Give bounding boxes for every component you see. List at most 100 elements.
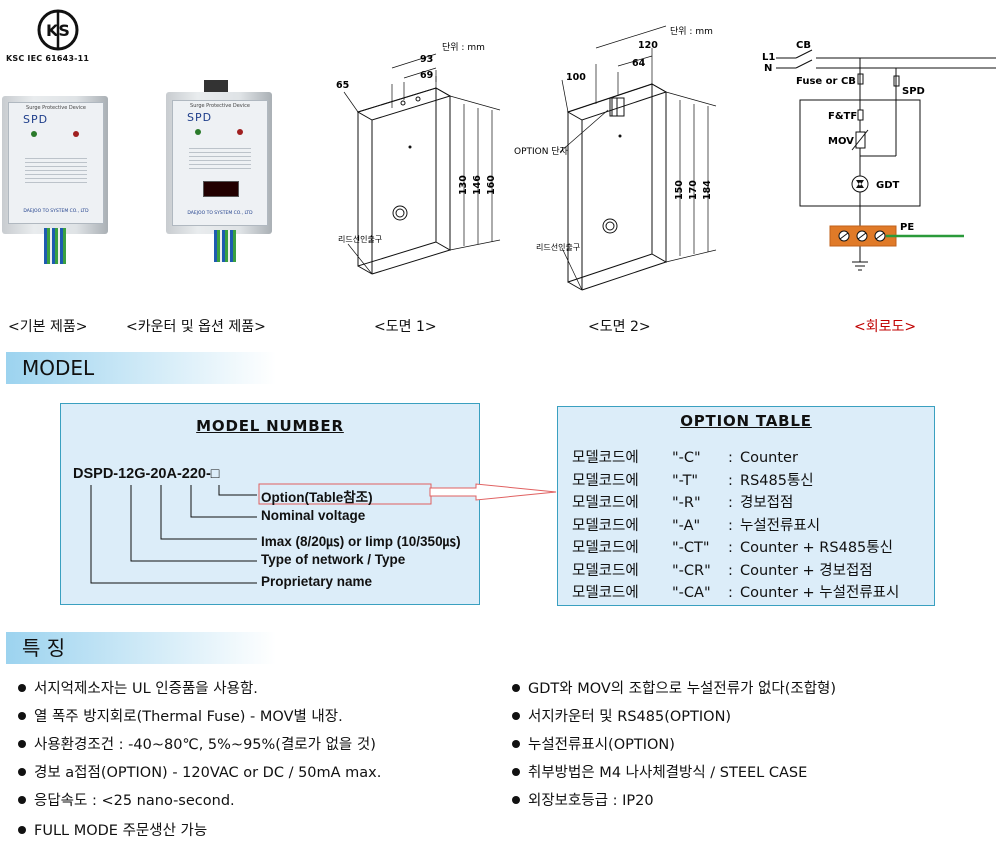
ks-logo: KS: [36, 8, 80, 52]
enclosure-drawing-1: 단위 : mm 93 69 65 130 146 160 리드선인출구: [336, 42, 501, 275]
bullet-icon: [18, 796, 26, 804]
features-section-header: 특 징: [6, 632, 276, 664]
status-led-green-icon: [31, 131, 37, 137]
field-proprietary-name: Proprietary name: [261, 574, 373, 589]
label-ftf: F&TF: [828, 111, 857, 122]
device-maker-text-2: DAEJOO TO SYSTEM CO., LTD: [187, 211, 253, 216]
circuit-svg: CB L1 N Fuse or CB SPD F&TF MOV GDT PE: [762, 40, 996, 271]
field-option: Option(Table참조): [261, 490, 373, 505]
feature-right-1: GDT와 MOV의 조합으로 누설전류가 없다(조합형): [512, 677, 836, 698]
status-led-red-icon-2: [237, 129, 243, 135]
bullet-icon: [512, 740, 520, 748]
bullet-icon: [18, 712, 26, 720]
caption-basic-product: <기본 제품>: [8, 319, 88, 335]
caption-counter-product: <카운터 및 옵션 제품>: [126, 319, 266, 335]
label-mov: MOV: [828, 136, 854, 147]
drawing-1: 단위 : mm 93 69 65 130 146 160 리드선인출구: [336, 30, 510, 300]
drawing2-unit: 단위 : mm: [670, 26, 713, 37]
feature-right-2: 서지카운터 및 RS485(OPTION): [512, 705, 731, 726]
feature-left-2: 열 폭주 방지회로(Thermal Fuse) - MOV별 내장.: [18, 705, 343, 726]
option-row: 모델코드에"-CT":Counter + RS485통신: [572, 540, 893, 556]
option-row: 모델코드에"-R":경보접점: [572, 495, 794, 511]
feature-left-6: FULL MODE 주문생산 가능: [18, 819, 207, 840]
counter-product-image: Surge Protective Device SPD DAEJOO TO SY…: [166, 80, 272, 262]
field-imax: Imax (8/20㎲) or Iimp (10/350㎲): [261, 534, 461, 549]
feature-right-5: 외장보호등급 : IP20: [512, 789, 654, 810]
drawing1-dim-130: 130: [458, 175, 469, 195]
option-row: 모델코드에"-T":RS485통신: [572, 472, 814, 489]
drawing1-dim-69: 69: [420, 70, 433, 81]
basic-product-image: Surge Protective Device SPD DAEJOO TO SY…: [2, 96, 108, 264]
drawing1-unit: 단위 : mm: [442, 42, 485, 53]
option-rows: 모델코드에"-C":Counter 모델코드에"-T":RS485통신 모델코드…: [572, 447, 899, 605]
model-number-title: MODEL NUMBER: [196, 417, 344, 435]
ksc-standard-label: KSC IEC 61643-11: [6, 54, 90, 63]
drawing1-dim-65: 65: [336, 80, 349, 91]
label-pe: PE: [900, 222, 914, 233]
option-row: 모델코드에"-CR":Counter + 경보접점: [572, 562, 873, 579]
field-nominal-voltage: Nominal voltage: [261, 508, 366, 523]
counter-display-icon: [203, 181, 239, 197]
drawing-2: 단위 : mm 120 64 100 150 170 184 OPTION 단자…: [512, 20, 732, 310]
lead-wires-icon-2: [214, 230, 236, 262]
drawing1-dim-93: 93: [420, 54, 433, 65]
circuit-diagram: CB L1 N Fuse or CB SPD F&TF MOV GDT PE: [760, 36, 996, 276]
bullet-icon: [18, 826, 26, 834]
bullet-icon: [512, 684, 520, 692]
drawing2-option-label: OPTION 단자: [514, 146, 569, 157]
bullet-icon: [512, 768, 520, 776]
option-row: 모델코드에"-A":누설전류표시: [572, 517, 821, 534]
option-terminal-icon: [204, 80, 228, 92]
feature-right-4: 취부방법은 M4 나사체결방식 / STEEL CASE: [512, 761, 807, 782]
status-led-red-icon: [73, 131, 79, 137]
option-callout-arrow: [429, 483, 557, 501]
bullet-icon: [18, 740, 26, 748]
bullet-icon: [512, 796, 520, 804]
status-led-green-icon-2: [195, 129, 201, 135]
caption-drawing-2: <도면 2>: [588, 319, 651, 335]
option-table-title: OPTION TABLE: [680, 412, 812, 430]
features-section-title: 특 징: [22, 636, 66, 660]
drawing2-dim-184: 184: [702, 180, 713, 200]
caption-drawing-1: <도면 1>: [374, 319, 437, 335]
feature-left-4: 경보 a접점(OPTION) - 120VAC or DC / 50mA max…: [18, 761, 381, 782]
terminal-screw-icons: [838, 230, 886, 242]
drawing1-cable-label: 리드선인출구: [338, 234, 382, 244]
label-l1: L1: [762, 52, 775, 63]
device-header-text: Surge Protective Device: [26, 105, 86, 111]
drawing2-cable-label: 리드선인출구: [536, 242, 580, 252]
label-fuse: Fuse or CB: [796, 76, 856, 87]
model-code: DSPD-12G-20A-220-□: [73, 466, 220, 482]
option-row: 모델코드에"-C":Counter: [572, 450, 798, 466]
feature-left-5: 응답속도 : <25 nano-second.: [18, 789, 235, 810]
model-section-header: MODEL: [6, 352, 276, 384]
feature-left-1: 서지억제소자는 UL 인증품을 사용함.: [18, 677, 258, 698]
field-network-type: Type of network / Type: [261, 552, 406, 567]
label-cb: CB: [796, 40, 811, 51]
option-table-box: OPTION TABLE 모델코드에"-C":Counter 모델코드에"-T"…: [557, 406, 935, 606]
label-gdt: GDT: [876, 180, 900, 191]
lead-wires-icon: [44, 228, 66, 264]
option-row: 모델코드에"-CA":Counter + 누설전류표시: [572, 585, 900, 601]
bullet-icon: [18, 684, 26, 692]
ks-mark-icon: KS: [37, 9, 79, 51]
drawing1-dim-160: 160: [486, 175, 497, 195]
drawing2-dim-120: 120: [638, 40, 658, 51]
enclosure-drawing-2: 단위 : mm 120 64 100 150 170 184 OPTION 단자…: [514, 25, 717, 291]
bullet-icon: [512, 712, 520, 720]
device-maker-text: DAEJOO TO SYSTEM CO., LTD: [23, 209, 89, 214]
model-number-box: MODEL NUMBER DSPD-12G-20A-220-□ Option(T…: [60, 403, 480, 605]
drawing1-dim-146: 146: [472, 175, 483, 195]
label-spd: SPD: [902, 86, 925, 97]
caption-circuit: <회로도>: [854, 319, 917, 335]
device-logo-text-2: SPD: [187, 111, 213, 124]
drawing2-dim-170: 170: [688, 180, 699, 200]
device-header-text-2: Surge Protective Device: [190, 103, 250, 109]
ks-logo-text: KS: [46, 21, 70, 40]
model-section-title: MODEL: [22, 356, 95, 380]
bullet-icon: [18, 768, 26, 776]
drawing2-dim-100: 100: [566, 72, 586, 83]
drawing2-dim-150: 150: [674, 180, 685, 200]
device-logo-text: SPD: [23, 113, 49, 126]
feature-left-3: 사용환경조건 : -40~80℃, 5%~95%(결로가 없을 것): [18, 733, 376, 754]
